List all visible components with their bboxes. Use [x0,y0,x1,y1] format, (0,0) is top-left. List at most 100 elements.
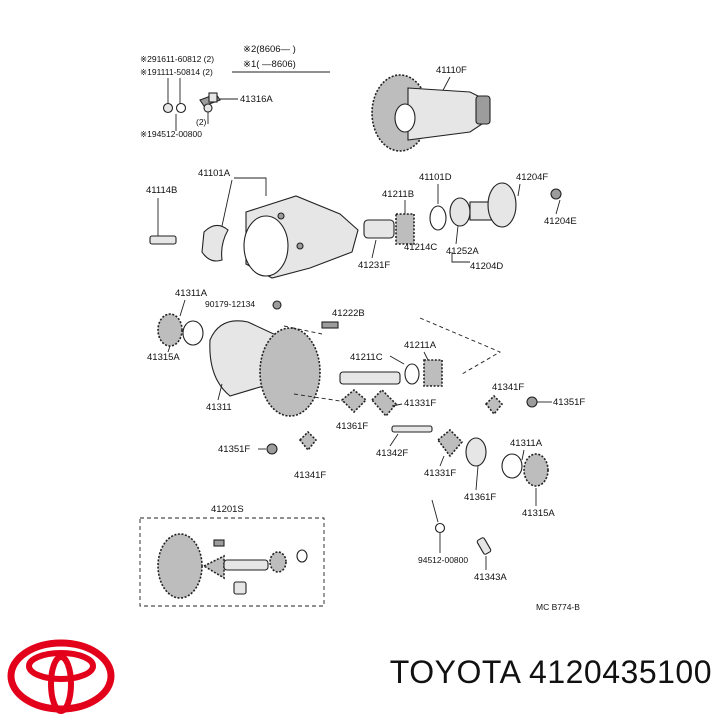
label-41316A: 41316A [240,94,273,105]
oil-slinger-icon [449,197,471,227]
housing-bolt-icon [149,235,177,245]
label-41211B: 41211B [382,189,414,200]
drawing-code: MC B774-B [536,602,580,612]
label-90179-12134: 90179-12134 [205,299,255,309]
label-41211C: 41211C [350,352,383,363]
thrust-washer-icon [526,396,538,408]
note-applicability-1: ※2(8606— ) [243,44,296,55]
label-41343A: 41343A [474,572,507,583]
drain-plug-icon [476,537,492,555]
label-94512-00800: 94512-00800 [418,555,468,565]
toyota-logo-icon [7,639,115,714]
pinion-shaft-icon [223,559,269,571]
ring-gear-icon [259,327,321,417]
label-41101A: 41101A [198,168,231,179]
label-41101D: 41101D [419,172,452,183]
carrier-case-icon [394,103,416,133]
side-gear-group: 41361F 41331F 41341F 41351F 41351F 41341… [218,382,585,481]
label-41361F-right: 41361F [464,492,496,503]
label-41110F: 41110F [436,65,467,76]
differential-carrier-assembly: 41110F [371,65,491,152]
label-41331F-top: 41331F [404,398,436,409]
right-bearing-group: 41331F 41361F 41311A 41315A [424,428,555,519]
carrier-flange-icon [475,95,491,125]
label-41315A-left: 41315A [147,352,180,363]
carrier-housing-group: 41101A 41114B [146,168,359,279]
side-bearing-icon [523,453,549,487]
pinion-bearing-group: 41211B 41101D 41204F 41204E 41214C 41252… [358,172,577,272]
housing-bore-icon [243,215,289,277]
pinion-gear-icon [484,394,504,416]
differential-case-group: 41311A 90179-12134 41315A 41311 41222B 4… [147,288,502,417]
label-41201S: 41201S [211,504,244,515]
label-41361F-left: 41361F [336,421,368,432]
label-41222B: 41222B [332,308,365,319]
plug-washer-icon [434,522,446,534]
label-41114B: 41114B [146,185,177,196]
label-41311A-right: 41311A [510,438,543,449]
label-41311A-left: 41311A [175,288,208,299]
label-41204F: 41204F [516,172,548,183]
pinion-bearing-icon [395,213,415,245]
brand-part-number: TOYOTA 4120435100 [389,654,712,690]
companion-flange-icon [487,182,517,228]
label-41311: 41311 [206,402,232,413]
label-194512-00800: ※194512-00800 [140,129,202,139]
label-41341F-right: 41341F [492,382,524,393]
washer-icon [404,363,420,385]
label-41204D: 41204D [470,261,503,272]
pinion-shaft-icon [339,371,401,385]
label-41341F-left: 41341F [294,470,326,481]
kit-boundary [139,517,325,607]
carrier-housing-icon [407,87,483,141]
footer: TOYOTA 4120435100 [0,632,720,720]
pinion-pin-icon [391,425,433,433]
bearing-race-icon [182,320,204,346]
label-41351F-right: 41351F [553,397,585,408]
note-applicability-2: ※1( —8606) [243,59,296,70]
bolt-icon [162,102,174,114]
washer-icon [296,549,308,563]
exploded-parts-diagram: ※2(8606— ) ※1( —8606) ※291611-60812 (2) … [139,44,585,612]
label-41331F-bottom: 41331F [424,468,456,479]
washer-icon [175,102,187,114]
oil-seal-icon [429,205,447,231]
housing-stud-icon [296,242,304,250]
bearing-race-icon [501,453,523,479]
pinion-gear-icon [370,388,398,418]
label-191111-50814: ※191111-50814 (2) [140,67,213,77]
fastener-group-bottom-right: 94512-00800 41343A MC B774-B [418,499,580,612]
label-41315A-right: 41315A [522,508,555,519]
drive-pinion-icon [202,554,225,580]
bearing-cap-icon [201,224,229,262]
applicability-notes: ※2(8606— ) ※1( —8606) [232,44,330,73]
thrust-washer-icon [266,443,278,455]
label-291611-60812: ※291611-60812 (2) [140,54,214,64]
side-gear-icon [436,428,464,458]
case-bolt-icon [321,321,339,329]
pinion-bearing-icon [423,359,443,387]
spacer-icon [363,219,395,239]
label-41342F: 41342F [376,448,408,459]
flange-nut-icon [550,188,562,200]
side-gear-icon [340,388,368,414]
bolt-icon [213,539,225,547]
pinion-gear-icon [298,430,318,452]
lock-plate-tab-icon [208,92,218,103]
label-41211A: 41211A [404,340,437,351]
bearing-icon [269,551,287,573]
spacer-icon [233,581,247,595]
ring-pinion-kit: 41201S [139,504,325,607]
ring-gear-icon [157,533,203,599]
label-41204E: 41204E [544,216,577,227]
housing-stud-icon [277,212,285,220]
label-41351F-left: 41351F [218,444,250,455]
label-qty-2: (2) [196,117,207,127]
nut-icon [203,103,213,113]
label-41214C: 41214C [404,242,437,253]
thrust-washer-icon [465,437,487,467]
fastener-group-top-left: ※291611-60812 (2) ※191111-50814 (2) 4131… [140,54,273,139]
label-41231F: 41231F [358,260,390,271]
label-41252A: 41252A [446,246,479,257]
ring-gear-bolt-icon [272,300,282,310]
